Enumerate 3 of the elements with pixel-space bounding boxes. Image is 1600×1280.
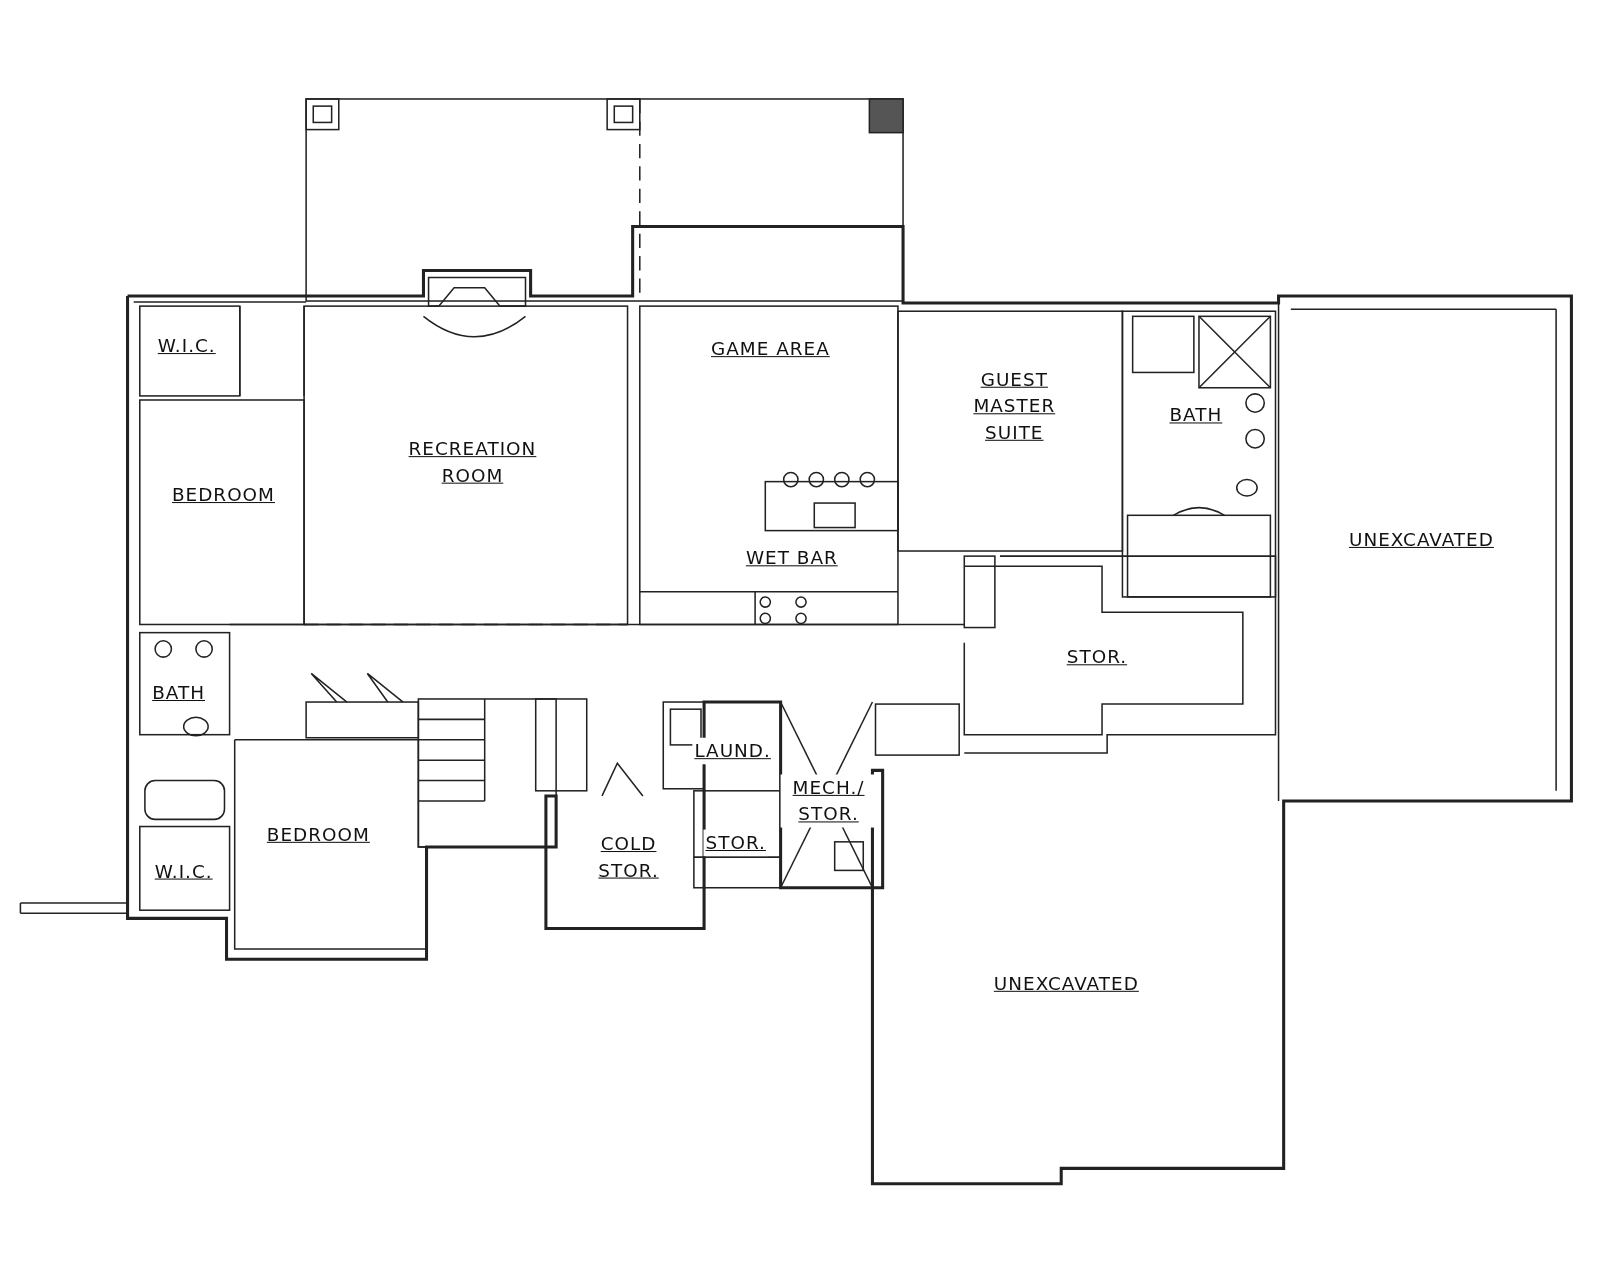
- room-label: MECH./ STOR.: [780, 774, 877, 828]
- room-label: STOR.: [703, 829, 768, 857]
- room-label: LAUND.: [692, 737, 773, 765]
